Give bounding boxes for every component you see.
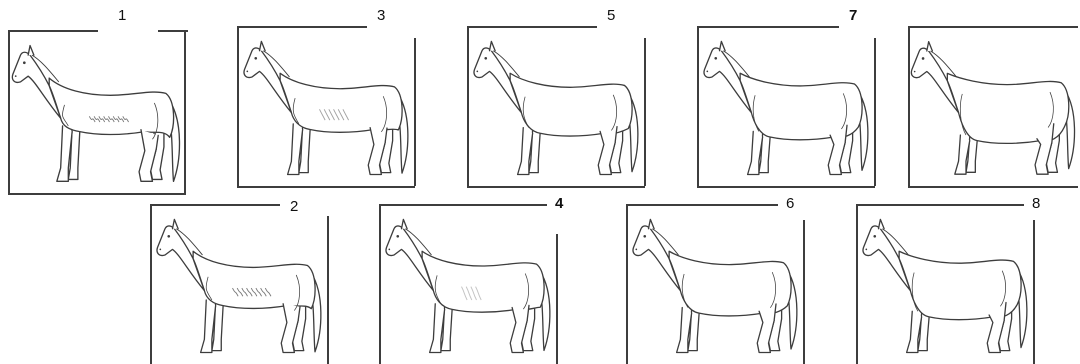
panel-label: 6 [782, 196, 798, 212]
horse-illustration [910, 32, 1078, 182]
horse-illustration [10, 36, 184, 189]
horse-illustration [381, 210, 557, 360]
panel-score-6: 6 [626, 204, 804, 364]
panel-score-2: 2 [150, 204, 328, 364]
horse-illustration [699, 32, 875, 182]
panel-label: 1 [114, 8, 130, 24]
panel-label: 8 [1028, 196, 1044, 212]
panel-score-7: 7 [697, 26, 875, 188]
panel-score-4: 4 [379, 204, 557, 364]
horse-illustration [152, 210, 328, 360]
horse-illustration [628, 210, 804, 360]
panel-label: 7 [845, 8, 861, 24]
horse-illustration [469, 32, 645, 182]
horse-illustration [239, 32, 415, 182]
panel-score-5: 5 [467, 26, 645, 188]
panel-label: 5 [603, 8, 619, 24]
horse-illustration [858, 210, 1034, 360]
panel-score-8: 8 [856, 204, 1034, 364]
panel-label: 2 [286, 199, 302, 215]
panel-label: 3 [373, 8, 389, 24]
panel-score-3: 3 [237, 26, 415, 188]
panel-label: 4 [551, 196, 567, 212]
panel-score-1: 1 [8, 30, 186, 195]
panel-score-9 [908, 26, 1078, 188]
